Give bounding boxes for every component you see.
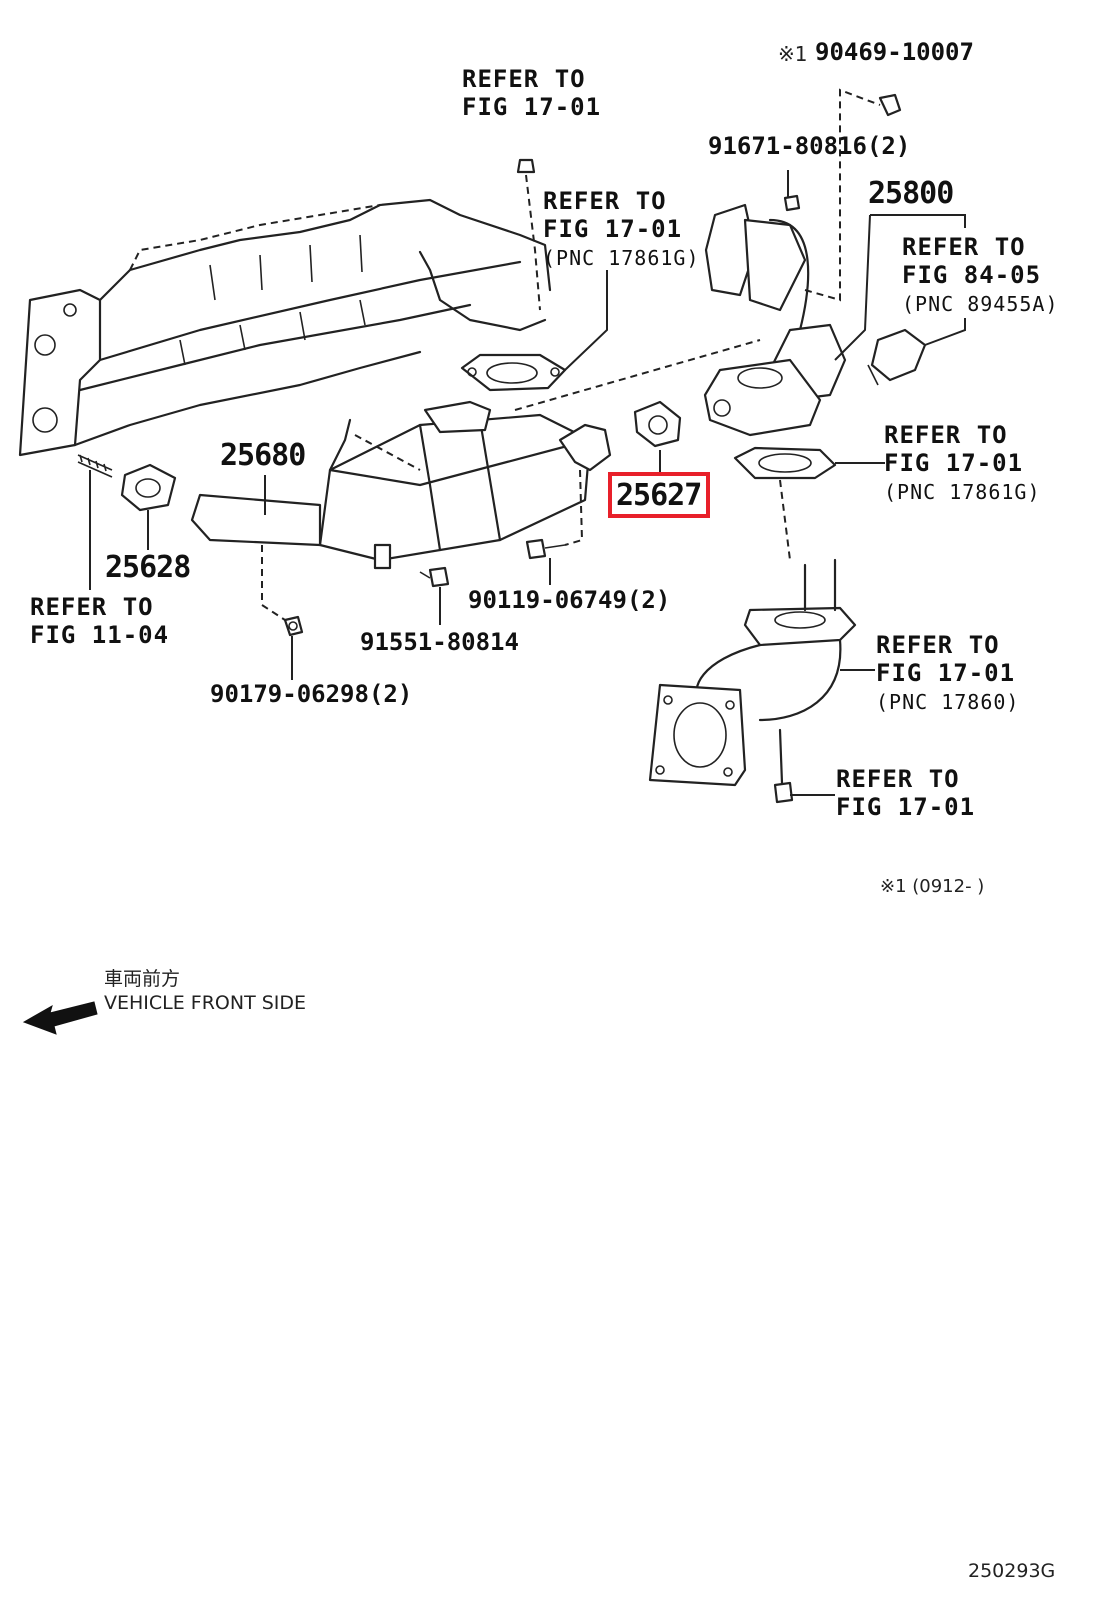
mark-1: ※1	[778, 42, 808, 66]
part-90179: 90179-06298(2)	[210, 680, 413, 708]
ref-pipe-pnc: (PNC 17860)	[876, 690, 1020, 714]
gasket-25628	[120, 463, 177, 512]
ref-bolt-line1: REFER TO	[836, 765, 960, 793]
ref-top-line1: REFER TO	[462, 65, 586, 93]
ref-gasket-pnc: (PNC 17861G)	[543, 246, 700, 270]
ref-sensor-line2: FIG 84-05	[902, 261, 1042, 289]
ref-left-line1: REFER TO	[30, 593, 154, 621]
ref-left-line2: FIG 11-04	[30, 621, 170, 649]
gasket-right	[733, 446, 837, 561]
ref-sensor-pnc: (PNC 89455A)	[902, 292, 1059, 316]
leader-lines	[89, 170, 966, 796]
bolt-91551	[419, 566, 450, 588]
ref-pipe-line2: FIG 17-01	[876, 659, 1016, 687]
ref-top-line2: FIG 17-01	[462, 93, 602, 121]
ref-right-line2: FIG 17-01	[884, 449, 1024, 477]
stud-left	[77, 454, 113, 478]
ref-gasket-line2: FIG 17-01	[543, 215, 683, 243]
front-label-en: VEHICLE FRONT SIDE	[104, 992, 307, 1014]
part-90469: 90469-10007	[815, 38, 974, 66]
nut-90179	[261, 545, 304, 637]
ref-pipe-line1: REFER TO	[876, 631, 1000, 659]
egr-pipe	[648, 558, 857, 804]
part-25628: 25628	[105, 550, 191, 585]
part-91551: 91551-80814	[360, 628, 519, 656]
ref-sensor-line1: REFER TO	[902, 233, 1026, 261]
ref-bolt-line2: FIG 17-01	[836, 793, 976, 821]
ref-right-line1: REFER TO	[884, 421, 1008, 449]
ref-gasket-line1: REFER TO	[543, 187, 667, 215]
part-25627: 25627	[616, 478, 702, 513]
gasket-upper	[460, 353, 567, 392]
highlight-box	[608, 472, 710, 518]
part-90119: 90119-06749(2)	[468, 586, 671, 614]
gasket-25627	[633, 400, 682, 448]
bolt-90119	[525, 469, 584, 560]
ref-right-pnc: (PNC 17861G)	[884, 480, 1041, 504]
engine-head-outline	[18, 198, 552, 457]
top-bolt	[516, 158, 541, 311]
front-label-jp: 車両前方	[104, 968, 181, 990]
figure-code: 250293G	[968, 1560, 1056, 1582]
part-25680: 25680	[220, 438, 306, 473]
egr-valve	[703, 88, 902, 437]
footnote: ※1 (0912- )	[880, 876, 985, 897]
part-91671: 91671-80816(2)	[708, 132, 911, 160]
pressure-sensor	[867, 328, 927, 386]
part-25800: 25800	[868, 176, 954, 211]
egr-cooler	[190, 400, 612, 570]
flow-dashline	[514, 339, 761, 411]
